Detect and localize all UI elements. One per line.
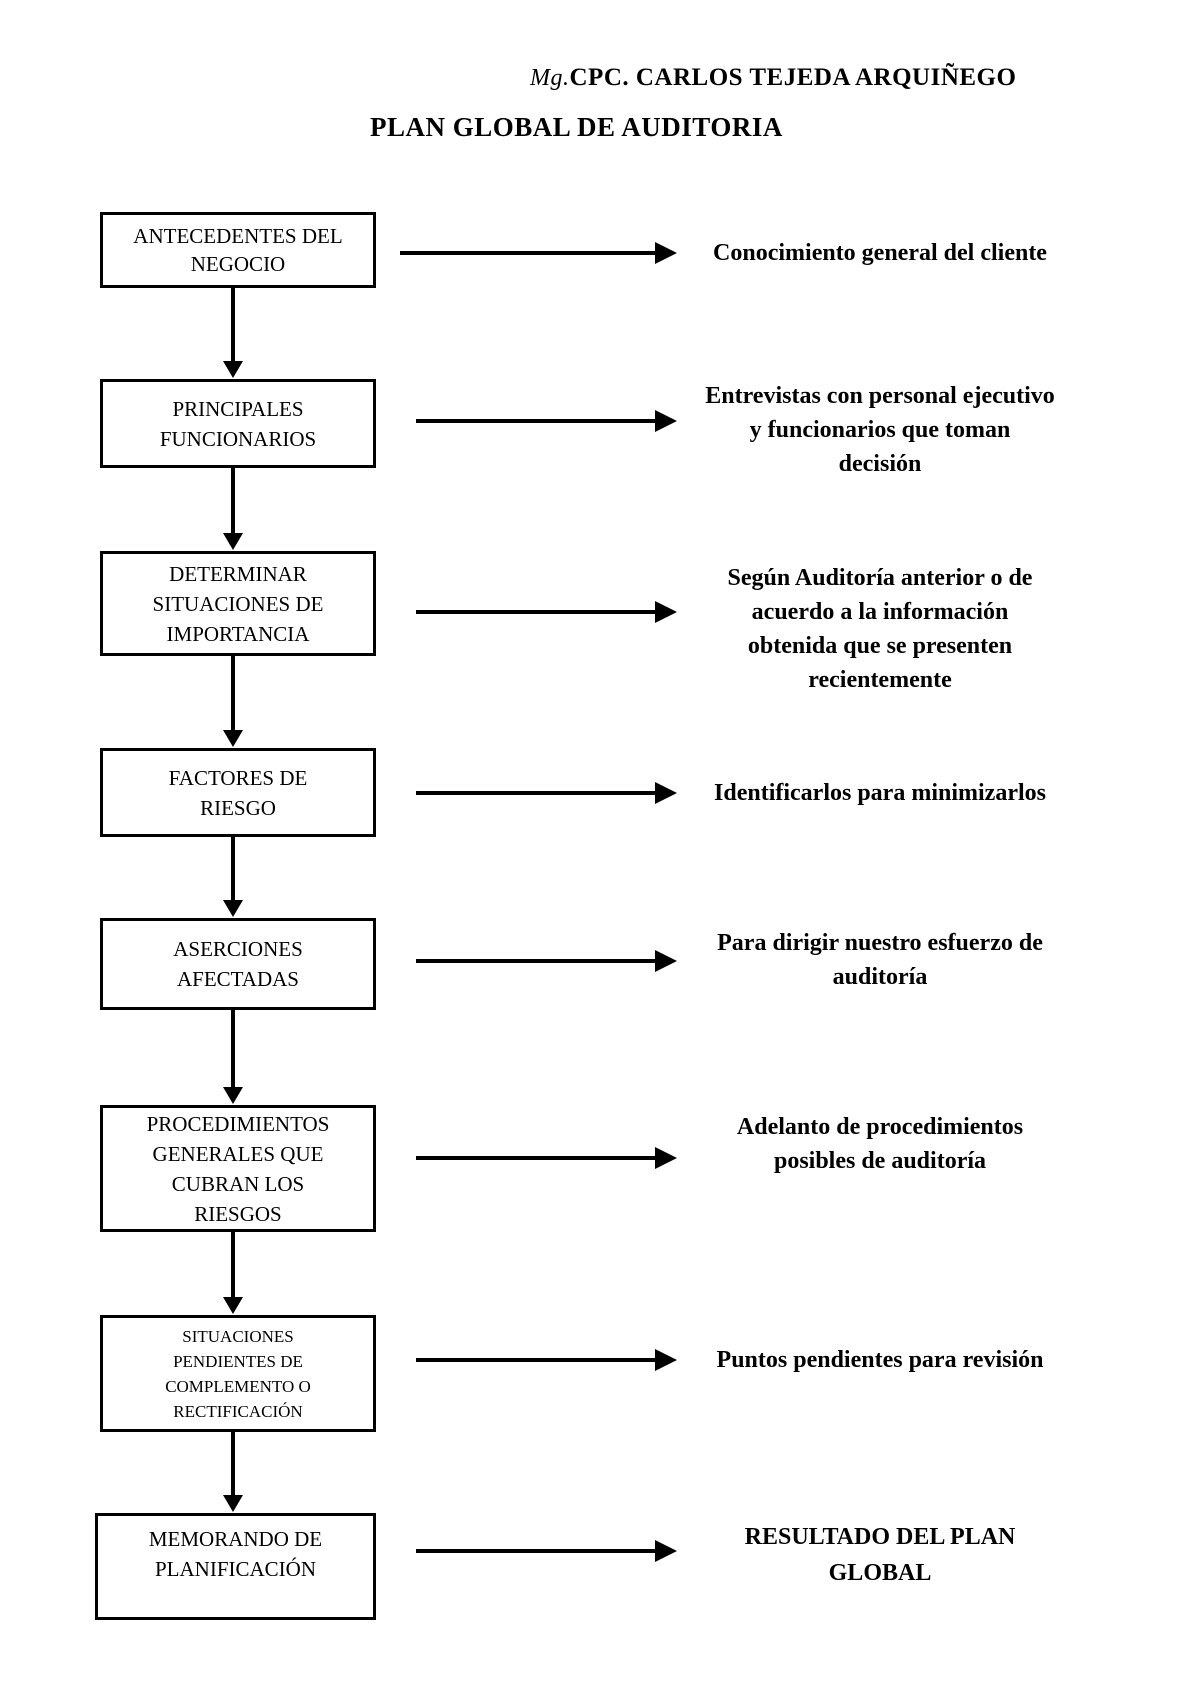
- author-prefix: Mg.: [530, 65, 570, 91]
- flow-note-puntos-pendientes: Puntos pendientes para revisión: [716, 1347, 1044, 1373]
- arrow-right-icon: [416, 601, 677, 623]
- arrow-down-icon: [223, 468, 243, 550]
- arrow-right-icon: [416, 1540, 677, 1562]
- arrow-down-icon: [223, 1432, 243, 1512]
- flow-note-resultado-plan-global: RESULTADO DEL PLAN GLOBAL: [744, 1524, 1016, 1586]
- flow-note-adelanto-procedimientos: Adelanto de procedimientos posibles de a…: [736, 1114, 1024, 1174]
- arrow-down-icon: [223, 1232, 243, 1314]
- arrow-right-icon: [416, 1349, 677, 1371]
- flow-box-situaciones-pendientes: SITUACIONES PENDIENTES DE COMPLEMENTO O …: [100, 1315, 376, 1432]
- arrow-right-icon: [416, 782, 677, 804]
- flow-box-determinar-situaciones: DETERMINAR SITUACIONES DE IMPORTANCIA: [100, 551, 376, 656]
- flow-note-segun-auditoria: Según Auditoría anterior o de acuerdo a …: [727, 565, 1033, 693]
- flow-box-procedimientos-generales: PROCEDIMIENTOS GENERALES QUE CUBRAN LOS …: [100, 1105, 376, 1232]
- arrow-right-icon: [416, 950, 677, 972]
- arrow-down-icon: [223, 837, 243, 917]
- arrow-right-icon: [416, 1147, 677, 1169]
- flow-note-identificarlos: Identificarlos para minimizarlos: [714, 780, 1046, 806]
- arrow-down-icon: [223, 656, 243, 747]
- author-name: CPC. CARLOS TEJEDA ARQUIÑEGO: [569, 64, 1017, 91]
- arrow-down-icon: [223, 288, 243, 378]
- flow-box-principales-funcionarios: PRINCIPALES FUNCIONARIOS: [100, 379, 376, 468]
- flow-note-dirigir-esfuerzo: Para dirigir nuestro esfuerzo de auditor…: [717, 930, 1043, 990]
- flow-box-memorando-planificacion: MEMORANDO DE PLANIFICACIÓN: [95, 1513, 376, 1620]
- flow-box-aserciones-afectadas: ASERCIONES AFECTADAS: [100, 918, 376, 1010]
- page-title: PLAN GLOBAL DE AUDITORIA: [370, 112, 783, 142]
- flow-box-antecedentes-del-negocio: ANTECEDENTES DEL NEGOCIO: [100, 212, 376, 288]
- flow-box-factores-de-riesgo: FACTORES DE RIESGO: [100, 748, 376, 837]
- arrow-down-icon: [223, 1010, 243, 1104]
- arrow-right-icon: [416, 410, 677, 432]
- flow-note-conocimiento-general: Conocimiento general del cliente: [713, 240, 1047, 266]
- flow-note-entrevistas: Entrevistas con personal ejecutivo y fun…: [705, 383, 1055, 477]
- author-line: Mg.CPC. CARLOS TEJEDA ARQUIÑEGO: [530, 64, 1016, 92]
- arrow-right-icon: [400, 242, 677, 264]
